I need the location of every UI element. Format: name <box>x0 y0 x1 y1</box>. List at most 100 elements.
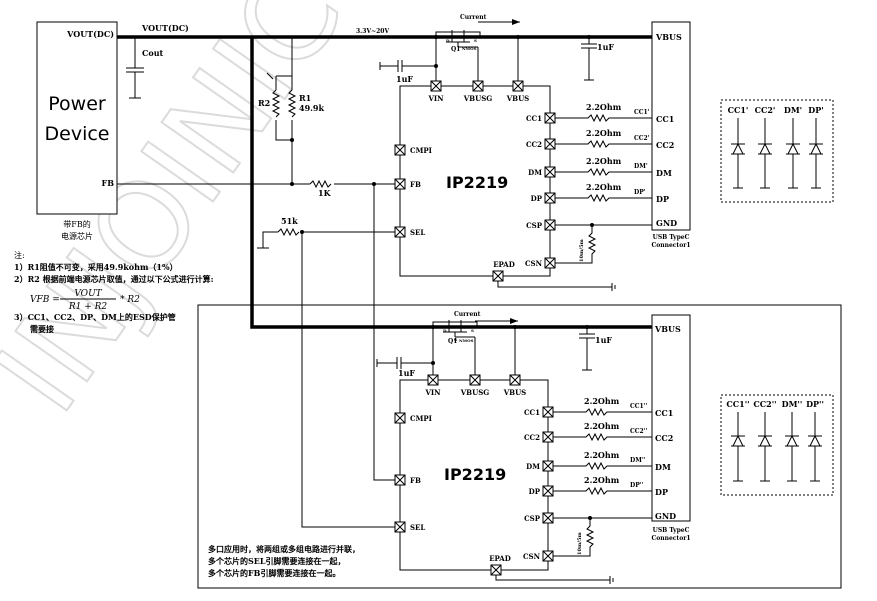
chip2-esd-dm: DM'' <box>782 399 803 409</box>
chip1-conn-dp: DP <box>656 194 669 204</box>
chip2-frame <box>197 304 842 589</box>
pin-cross <box>544 257 556 269</box>
chip2-esd-cc1: CC1'' <box>726 399 749 409</box>
chip2-vbus-cap: 1uF <box>579 325 612 371</box>
r-fb-resistor <box>309 179 332 189</box>
pin-cross <box>544 112 556 124</box>
chip1-vin-cap-label: 1uF <box>396 74 413 84</box>
formula-denominator: R1 + R2 <box>68 302 108 312</box>
pin-cross <box>512 80 524 92</box>
chip2-vbus-cap-label: 1uF <box>595 335 612 345</box>
formula-numerator: VOUT <box>74 289 102 299</box>
chip2-res-cc1: 2.2Ohm <box>584 396 620 406</box>
chip2-connector-box <box>651 314 691 522</box>
cout-capacitor: Cout <box>126 37 164 99</box>
chip1-current-sense: 10m/5m <box>555 223 654 264</box>
vout-pin-label: VOUT(DC) <box>66 29 114 39</box>
chip2-label-vin: VIN <box>424 388 441 397</box>
chip1-res-dm: 2.2Ohm <box>586 156 622 166</box>
chip2-net-dp: DP'' <box>630 482 644 489</box>
chip2-conn-dm: DM <box>655 462 671 472</box>
chip2-g-label: G <box>454 337 458 342</box>
pin-cross <box>490 564 502 576</box>
chip2-typec-connector: VBUS CC1 CC2 DM DP GND USB TypeC Connect… <box>651 314 691 542</box>
r1-value: 49.9k <box>299 103 324 113</box>
pin-cross <box>427 374 439 386</box>
pin-cross <box>544 219 556 231</box>
chip2-label-dp: DP <box>529 487 541 496</box>
chip2-res-dm: 2.2Ohm <box>584 450 620 460</box>
chip1-signal-resistors: 2.2Ohm 2.2Ohm 2.2Ohm 2.2Ohm CC1' CC2' DM… <box>555 102 654 203</box>
chip2-net-cc2: CC2'' <box>630 428 648 435</box>
cout-label: Cout <box>142 48 164 58</box>
power-device-label-2: Device <box>45 123 110 145</box>
chip1-net-cc2: CC2' <box>634 135 650 142</box>
chip2-name: IP2219 <box>444 465 506 484</box>
chip1-vbus-cap: 1uF <box>581 35 614 81</box>
sel-net: 51k <box>257 216 395 528</box>
chip1-net-dp: DP' <box>634 189 646 196</box>
chip1-name: IP2219 <box>446 173 508 192</box>
chip2-label-csn: CSN <box>523 552 541 561</box>
fb-pin-label: FB <box>102 178 115 188</box>
chip2-esd-box: CC1'' CC2'' DM'' DP'' <box>720 394 834 496</box>
chip1-esd-border <box>720 99 834 203</box>
pin-cross <box>394 412 406 424</box>
formula-lhs: VFB = <box>30 295 60 305</box>
chip1-connector-box <box>651 21 691 231</box>
multi-note-1: 多口应用时，将两组或多组电路进行并联， <box>208 544 360 554</box>
chip2-label-epad: EPAD <box>489 554 511 563</box>
chip2-conn-dp: DP <box>655 487 668 497</box>
chip2-section: Current Q1 NMOS D G S 1uF 1uF IP2219 <box>197 304 842 589</box>
chip2-label-fb: FB <box>410 476 421 485</box>
voltage-range-label: 3.3V~20V <box>356 28 389 35</box>
r-fb-label: 1K <box>318 188 332 198</box>
chip1-typec-connector: VBUS CC1 CC2 DM DP GND USB TypeC Connect… <box>651 21 691 249</box>
chip1-esd-cc1: CC1' <box>728 105 749 115</box>
chip2-label-vbus: VBUS <box>503 388 527 397</box>
pin-cross <box>509 374 521 386</box>
power-device-box <box>36 21 118 215</box>
chip1-label-cc1: CC1 <box>526 114 542 123</box>
note-2: 2）R2 根据前端电源芯片取值，通过以下公式进行计算: <box>14 274 214 284</box>
chip2-signal-resistors: 2.2Ohm 2.2Ohm 2.2Ohm 2.2Ohm CC1'' CC2'' … <box>553 396 652 496</box>
pin-cross <box>394 178 406 190</box>
chip1-conn-title-2: Connector1 <box>651 242 690 249</box>
r2-label: R2 <box>258 98 270 108</box>
fb-divider: R1 49.9k R2 <box>258 37 324 184</box>
chip2-label-cc2: CC2 <box>524 433 540 442</box>
pin-cross <box>542 406 554 418</box>
chip1-d-label: D <box>446 38 450 43</box>
chip1-res-cc2: 2.2Ohm <box>586 128 622 138</box>
chip1-label-epad: EPAD <box>493 260 515 269</box>
r-sel-resistor <box>277 227 300 237</box>
note-3-line-1: 3）CC1、CC2、DP、DM上的ESD保护管 <box>14 312 176 322</box>
chip2-res-dp: 2.2Ohm <box>584 475 620 485</box>
pin-cross <box>394 144 406 156</box>
chip2-d-label: D <box>443 328 447 333</box>
pin-cross-marks <box>394 80 556 576</box>
power-device: Power Device VOUT(DC) FB 带FB的 电源芯片 <box>36 21 118 241</box>
chip1-esd-box: CC1' CC2' DM' DP' <box>720 99 834 203</box>
chip1-conn-dm: DM <box>656 168 672 178</box>
chip1-mosfet: Current Q1 NMOS D S <box>434 14 520 86</box>
notes-title: 注: <box>14 250 25 260</box>
pin-cross <box>542 431 554 443</box>
chip1-label-cmpi: CMPI <box>410 146 432 155</box>
chip1-label-vbus: VBUS <box>506 94 530 103</box>
pin-cross <box>394 226 406 238</box>
notes: 注: 1）R1阻值不可变，采用49.9kohm（1%） 2）R2 根据前端电源芯… <box>14 250 214 334</box>
chip1-conn-title-1: USB TypeC <box>653 234 690 241</box>
chip2-mos-label: NMOS <box>459 338 474 343</box>
chip2-body <box>399 379 549 571</box>
chip2-epad-ground <box>495 575 614 584</box>
chip2-esd-border <box>720 394 834 496</box>
chip1-label-dm: DM <box>528 168 542 177</box>
chip2-esd-cc2: CC2'' <box>753 399 776 409</box>
chip1-label-csp: CSP <box>526 221 543 230</box>
multi-note-3: 多个芯片的FB引脚需要连接在一起。 <box>208 568 340 578</box>
chip1-label-fb: FB <box>410 180 421 189</box>
fb-to-chip2 <box>373 184 395 481</box>
chip2-conn-cc2: CC2 <box>655 433 673 443</box>
chip1-epad-ground <box>497 281 616 291</box>
